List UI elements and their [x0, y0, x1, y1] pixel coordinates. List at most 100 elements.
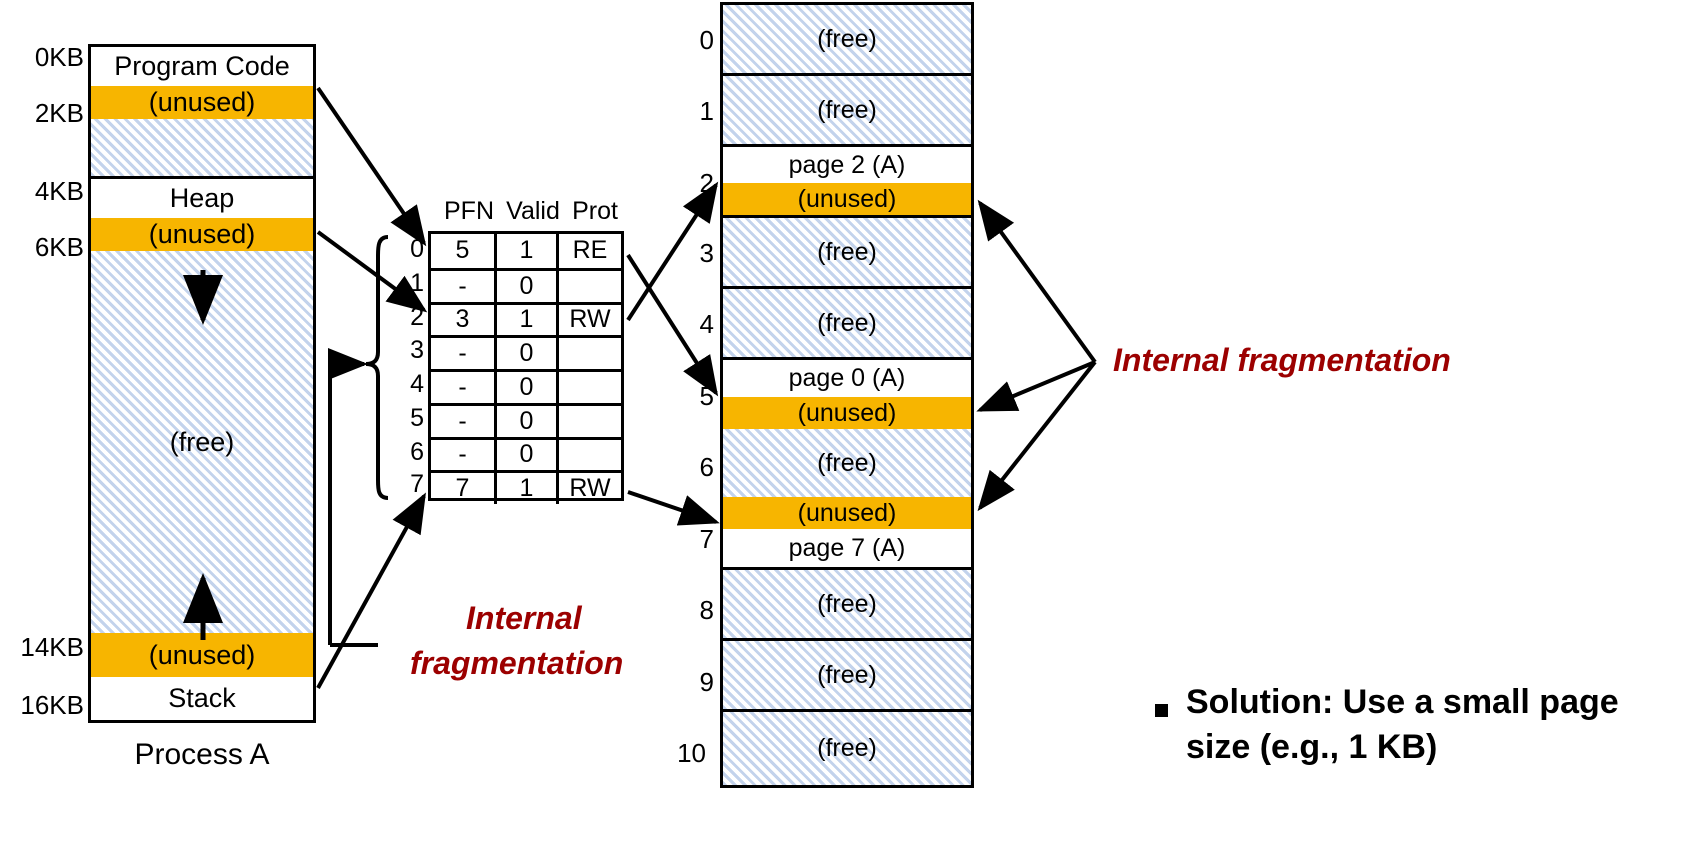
page-table-row: - 0 — [431, 267, 621, 302]
cell-prot — [559, 406, 621, 437]
cell-pfn: - — [431, 372, 497, 403]
frame-5-unused: (unused) — [723, 397, 971, 429]
frame-2-page: page 2 (A) — [723, 147, 971, 183]
cell-pfn: - — [431, 405, 497, 437]
addr-tick-4kb: 4KB — [34, 176, 84, 206]
arrow-stack-to-pte7 — [316, 492, 426, 689]
bullet-square-icon — [1155, 704, 1168, 717]
page-table-row: - 0 — [431, 335, 621, 369]
page-table-brace — [365, 235, 389, 500]
frame-index-2: 2 — [699, 168, 714, 198]
frame-index-7: 7 — [699, 524, 714, 554]
page-table-row: 3 1 RW — [431, 301, 621, 336]
cell-valid: 0 — [497, 405, 559, 437]
frame-index-8: 8 — [699, 595, 714, 625]
frame-4-free: (free) — [723, 289, 971, 357]
cell-pfn: 3 — [431, 304, 497, 336]
frame-10-free: (free) — [723, 712, 971, 785]
frame-6-free: (free) — [723, 429, 971, 497]
addr-tick-6kb: 6KB — [34, 232, 84, 262]
segment-heap-unused: (unused) — [91, 218, 313, 251]
addr-tick-16kb: 16KB — [20, 690, 84, 720]
frame-divider — [723, 357, 971, 360]
segment-divider-4kb — [91, 176, 313, 179]
page-table-row: 5 1 RE — [431, 234, 621, 268]
segment-stack: Stack — [91, 677, 313, 720]
frame-divider — [723, 638, 971, 641]
page-table-index-7: 7 — [410, 470, 424, 498]
frame-7-page: page 7 (A) — [723, 529, 971, 567]
page-table-index-5: 5 — [410, 404, 424, 432]
frame-index-0: 0 — [699, 25, 714, 55]
page-table-index-4: 4 — [410, 370, 424, 398]
arrow-into-page-table-brace — [328, 348, 378, 647]
arrows-internal-fragmentation-right — [976, 199, 1097, 512]
cell-pfn: 7 — [431, 473, 497, 504]
address-space-process-a: Program Code (unused) Heap (unused) (fre… — [88, 44, 316, 723]
page-table-header-pfn: PFN — [444, 197, 494, 225]
solution-bullet-text: Solution: Use a small page size (e.g., 1… — [1186, 683, 1619, 766]
segment-heap: Heap — [91, 179, 313, 218]
frame-8-free: (free) — [723, 570, 971, 638]
frame-7-unused: (unused) — [723, 497, 971, 529]
cell-pfn: - — [431, 439, 497, 471]
frame-index-4: 4 — [699, 309, 714, 339]
page-table-row: 7 1 RW — [431, 470, 621, 504]
arrow-code-to-pte0 — [316, 86, 427, 247]
frame-index-6: 6 — [699, 452, 714, 482]
left-internal-fragmentation-line2: fragmentation — [410, 645, 624, 681]
page-table-index-0: 0 — [410, 235, 424, 263]
process-a-label: Process A — [134, 738, 270, 771]
physical-memory: (free) (free) page 2 (A) (unused) (free)… — [720, 2, 974, 788]
cell-prot: RE — [572, 236, 608, 265]
frame-0-free: (free) — [723, 5, 971, 73]
cell-valid: 0 — [497, 270, 559, 302]
cell-valid: 0 — [497, 439, 559, 471]
frame-divider — [723, 567, 971, 570]
frame-5-page: page 0 (A) — [723, 360, 971, 397]
cell-valid: 1 — [497, 234, 559, 268]
cell-valid: 1 — [497, 304, 559, 336]
addr-tick-0kb: 0KB — [34, 42, 84, 72]
address-space-ticks: 0KB 2KB 4KB 6KB 14KB 16KB — [0, 0, 84, 800]
cell-prot: RW — [569, 305, 611, 334]
page-table-row: - 0 — [431, 402, 621, 437]
segment-free: (free) — [91, 251, 313, 633]
addr-tick-2kb: 2KB — [34, 98, 84, 128]
cell-prot: RW — [569, 474, 611, 503]
addr-tick-14kb: 14KB — [20, 632, 84, 662]
frame-index-5: 5 — [699, 381, 714, 411]
page-table-row: - 0 — [431, 436, 621, 471]
cell-pfn: - — [431, 338, 497, 369]
page-table-index-2: 2 — [410, 303, 424, 331]
frame-divider — [723, 709, 971, 712]
frame-index-10: 10 — [677, 738, 706, 768]
frame-1-free: (free) — [723, 76, 971, 144]
cell-pfn: 5 — [431, 234, 497, 268]
page-table-index-6: 6 — [410, 438, 424, 466]
page-table-index-3: 3 — [410, 336, 424, 364]
frame-9-free: (free) — [723, 641, 971, 709]
cell-prot — [559, 440, 621, 471]
frame-index-1: 1 — [699, 96, 714, 126]
cell-pfn: - — [431, 270, 497, 302]
segment-stack-unused: (unused) — [91, 633, 313, 677]
cell-prot — [559, 271, 621, 302]
frame-2-unused: (unused) — [723, 183, 971, 215]
frame-divider — [723, 73, 971, 76]
left-internal-fragmentation-line1: Internal — [466, 600, 582, 636]
frame-index-3: 3 — [699, 238, 714, 268]
cell-valid: 1 — [497, 473, 559, 504]
page-table: 5 1 RE - 0 3 1 RW - 0 - 0 - 0 - 0 7 1 RW — [428, 231, 624, 504]
frame-divider — [723, 286, 971, 289]
arrow-pte7-to-frame7 — [627, 490, 720, 526]
segment-program-code: Program Code — [91, 47, 313, 86]
page-table-row: - 0 — [431, 369, 621, 403]
page-table-index-1: 1 — [410, 269, 424, 297]
segment-code-unused: (unused) — [91, 86, 313, 119]
cell-valid: 0 — [497, 372, 559, 403]
page-table-header-prot: Prot — [572, 197, 618, 225]
frame-index-9: 9 — [699, 667, 714, 697]
cell-prot — [559, 338, 621, 369]
frame-divider — [723, 144, 971, 147]
